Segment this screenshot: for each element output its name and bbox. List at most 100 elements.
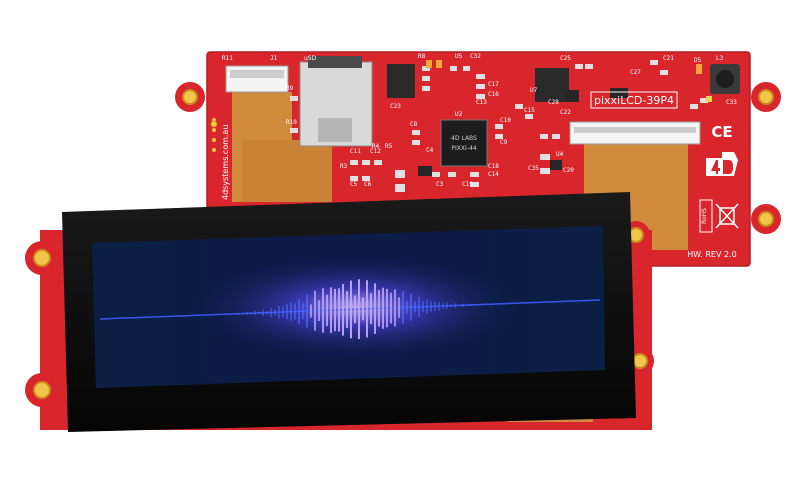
waveform-bar (310, 304, 312, 318)
waveform-bar (274, 309, 276, 316)
waveform-bar (442, 303, 444, 309)
svg-text:C27: C27 (630, 69, 641, 76)
mounting-hole (182, 89, 198, 105)
waveform-bar (490, 303, 492, 305)
svg-text:C4: C4 (426, 147, 434, 154)
mounting-hole (758, 211, 774, 227)
waveform-bar (358, 279, 360, 339)
waveform-bar (342, 284, 344, 336)
svg-text:R5: R5 (385, 143, 393, 150)
mounting-hole (632, 353, 648, 369)
waveform-bar (474, 304, 476, 306)
waveform-bar (470, 304, 472, 306)
waveform-bar (294, 303, 296, 320)
chip-memory (535, 68, 569, 102)
waveform-bar (322, 288, 324, 333)
waveform-bar (382, 287, 384, 329)
svg-text:U4: U4 (556, 151, 564, 158)
svg-text:L3: L3 (716, 55, 724, 62)
waveform-bar (434, 301, 436, 311)
processor-chip (440, 119, 488, 167)
orange-caps (426, 60, 702, 74)
mounting-hole (758, 89, 774, 105)
svg-text:C12: C12 (370, 148, 381, 155)
svg-text:C20: C20 (563, 167, 574, 174)
mounting-hole (33, 249, 51, 267)
waveform-bar (298, 298, 300, 325)
waveform-bar (350, 280, 352, 339)
website-label: 4dsystems.com.au (221, 125, 230, 200)
waveform-bar (218, 314, 220, 315)
waveform-bar (278, 305, 280, 319)
silkscreen-labels: R11 J1 C11 R10 C12 R9 C23 R8 U5 C32 C25 … (222, 53, 737, 188)
svg-text:C16: C16 (488, 91, 499, 98)
dark-components (418, 88, 628, 176)
waveform-bar (318, 300, 320, 321)
waveform-bar (338, 288, 340, 332)
svg-text:U5: U5 (455, 53, 463, 60)
usd-label: uSD (304, 55, 317, 62)
svg-text:C5: C5 (350, 181, 358, 188)
waveform-bar (270, 307, 272, 318)
waveform-bar (374, 283, 376, 334)
waveform-bar (258, 311, 260, 315)
led-yellow (706, 96, 712, 102)
svg-text:R8: R8 (418, 53, 426, 60)
svg-text:C28: C28 (548, 99, 559, 106)
chip-brand-label: 4D LABS (451, 135, 477, 142)
waveform-bar (230, 313, 232, 315)
waveform-bar (430, 301, 432, 312)
ce-mark: CE (711, 123, 732, 141)
mounting-hole (33, 381, 51, 399)
waveform-bar (334, 288, 336, 332)
svg-text:U2: U2 (455, 111, 463, 118)
waveform-bar (362, 297, 364, 321)
svg-text:C17: C17 (488, 81, 499, 88)
waveform-bar (458, 304, 460, 306)
waveform-bar (402, 291, 404, 324)
svg-text:C19: C19 (462, 181, 473, 188)
waveform-bar (462, 303, 464, 307)
waveform-bars (214, 279, 492, 339)
svg-text:C6: C6 (364, 181, 372, 188)
svg-text:C22: C22 (560, 109, 571, 116)
svg-text:R9: R9 (286, 85, 294, 92)
waveform-bar (438, 301, 440, 311)
model-label: pixxiLCD-39P4 (594, 94, 674, 107)
waveform-bar (326, 294, 328, 327)
waveform-bar (290, 302, 292, 321)
svg-text:C11: C11 (350, 148, 361, 155)
waveform-bar (242, 312, 244, 315)
waveform-bar (482, 304, 484, 305)
svg-text:U7: U7 (530, 87, 538, 94)
waveform-bar (486, 304, 488, 305)
svg-text:J1: J1 (270, 55, 278, 62)
svg-text:R11: R11 (222, 55, 233, 62)
hw-rev-label: HW. REV 2.0 (687, 250, 736, 259)
waveform-bar (370, 293, 372, 325)
chip-name-label: PIXXI-44 (451, 145, 476, 152)
waveform-bar (366, 280, 368, 338)
waveform-bar (478, 304, 480, 306)
waveform-bar (238, 312, 240, 315)
svg-text:C3: C3 (436, 181, 444, 188)
waveform-bar (418, 296, 420, 318)
svg-text:C13: C13 (476, 99, 487, 106)
waveform-bar (378, 290, 380, 327)
display-module (25, 192, 654, 432)
waveform-bar (234, 313, 236, 315)
waveform-bar (262, 309, 264, 317)
waveform-bar (302, 303, 304, 320)
chip-u5 (387, 64, 415, 98)
passive-components (290, 60, 708, 192)
svg-text:C25: C25 (560, 55, 571, 62)
waveform-bar (422, 301, 424, 313)
svg-text:R3: R3 (340, 163, 348, 170)
waveform-bar (226, 313, 228, 315)
waveform-bar (454, 303, 456, 308)
svg-text:D5: D5 (694, 57, 702, 64)
waveform-bar (314, 290, 316, 331)
waveform-bar (414, 301, 416, 313)
waveform-bar (446, 302, 448, 310)
